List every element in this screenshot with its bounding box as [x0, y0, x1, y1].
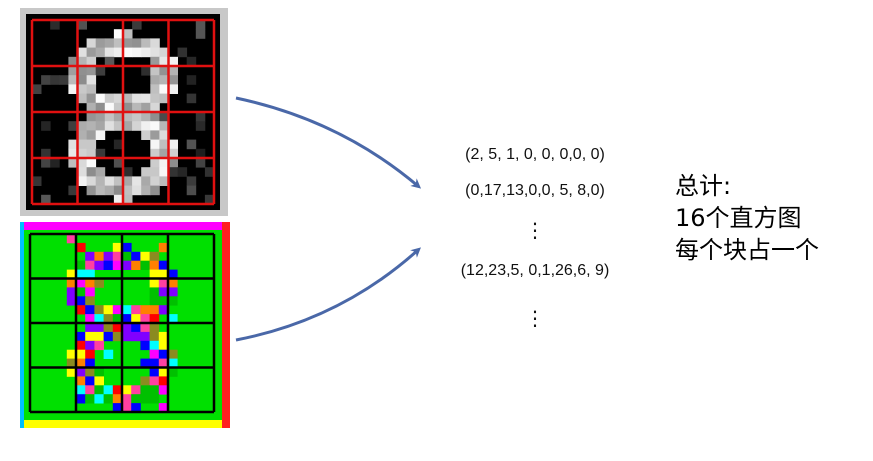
- gradient-orientation-image: [20, 222, 230, 428]
- arrow-bottom: [235, 247, 421, 342]
- grayscale-digit-image: [20, 8, 228, 216]
- ellipsis-2: ⋮: [525, 308, 545, 330]
- summary-line-3: 每个块占一个: [675, 236, 819, 264]
- histogram-3: (12,23,5, 0,1,26,6, 9): [460, 262, 610, 279]
- arrow-top: [235, 96, 422, 189]
- histogram-2: (0,17,13,0,0, 5, 8,0): [465, 182, 605, 199]
- summary-line-1: 总计:: [675, 172, 732, 200]
- cell-grid-black: [28, 232, 216, 414]
- summary-line-2: 16个直方图: [675, 204, 802, 232]
- cell-grid-red: [30, 18, 216, 206]
- ellipsis-1: ⋮: [525, 220, 545, 242]
- histogram-1: (2, 5, 1, 0, 0, 0,0, 0): [465, 146, 605, 163]
- summary-text: 总计: 16个直方图 每个块占一个: [675, 170, 819, 266]
